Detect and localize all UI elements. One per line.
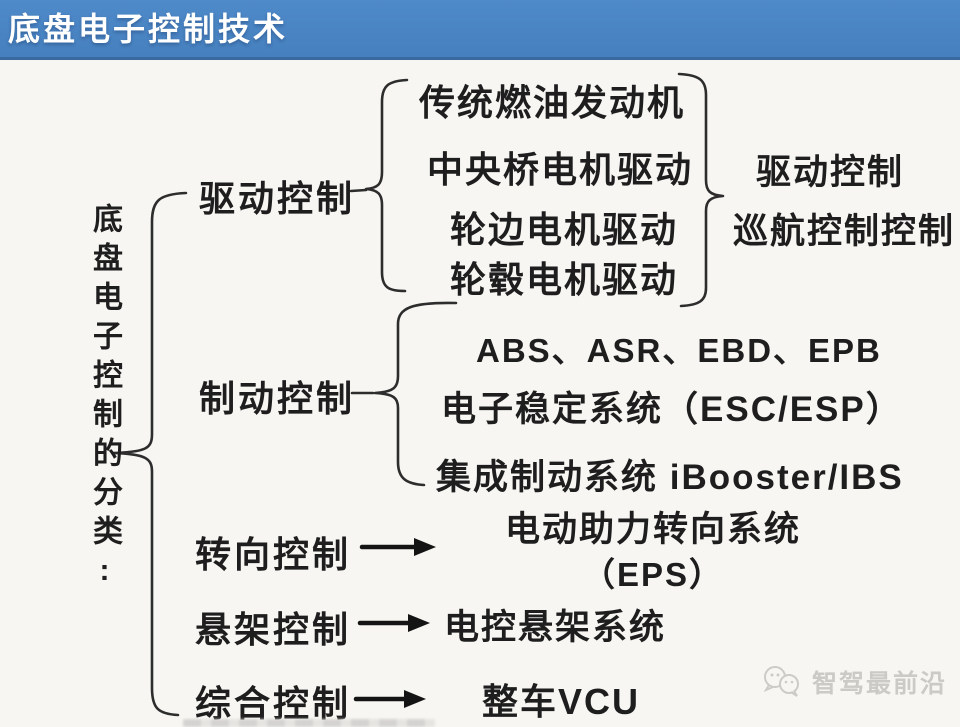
- scan-artifact-strip: [183, 719, 435, 727]
- suspension-arrow-head: [408, 614, 430, 632]
- drive-output: 驱动控制: [756, 153, 905, 192]
- brake-item: ABS、ASR、EBD、EPB: [476, 332, 882, 369]
- brake-item: 集成制动系统 iBooster/IBS: [436, 458, 904, 497]
- watermark-text: 智驾最前沿: [812, 670, 948, 698]
- steering-item: 电动助力转向系统: [504, 510, 802, 549]
- branch-label-drive: 驱动控制: [199, 178, 356, 219]
- drive-item: 轮毂电机驱动: [449, 259, 679, 300]
- watermark: 智驾最前沿: [760, 662, 947, 702]
- drive-output: 巡航控制控制: [733, 212, 956, 251]
- steering-arrow-head: [414, 538, 436, 556]
- page-title: 底盘电子控制技术: [8, 11, 289, 47]
- drive-item: 轮边电机驱动: [449, 209, 679, 250]
- branch-label-integrated: 综合控制: [195, 683, 352, 724]
- suspension-item: 电控悬架系统: [444, 608, 667, 647]
- drive-item: 中央桥电机驱动: [426, 149, 694, 190]
- branch-label-suspension: 悬架控制: [195, 609, 352, 650]
- steering-item-eps: （EPS）: [581, 556, 725, 593]
- branch-label-steering: 转向控制: [195, 534, 352, 575]
- header-bar: 底盘电子控制技术: [0, 0, 960, 60]
- root-label: 底盘电子控制的分类:: [88, 203, 121, 596]
- drive-item: 传统燃油发动机: [418, 82, 686, 123]
- brake-item: 电子稳定系统（ESC/ESP）: [441, 390, 903, 429]
- integrated-item: 整车VCU: [482, 681, 641, 722]
- integrated-arrow-head: [404, 690, 426, 708]
- wechat-bubbles-icon: [763, 666, 799, 697]
- drive-brace-left: [364, 78, 409, 293]
- branch-label-brake: 制动控制: [199, 378, 356, 419]
